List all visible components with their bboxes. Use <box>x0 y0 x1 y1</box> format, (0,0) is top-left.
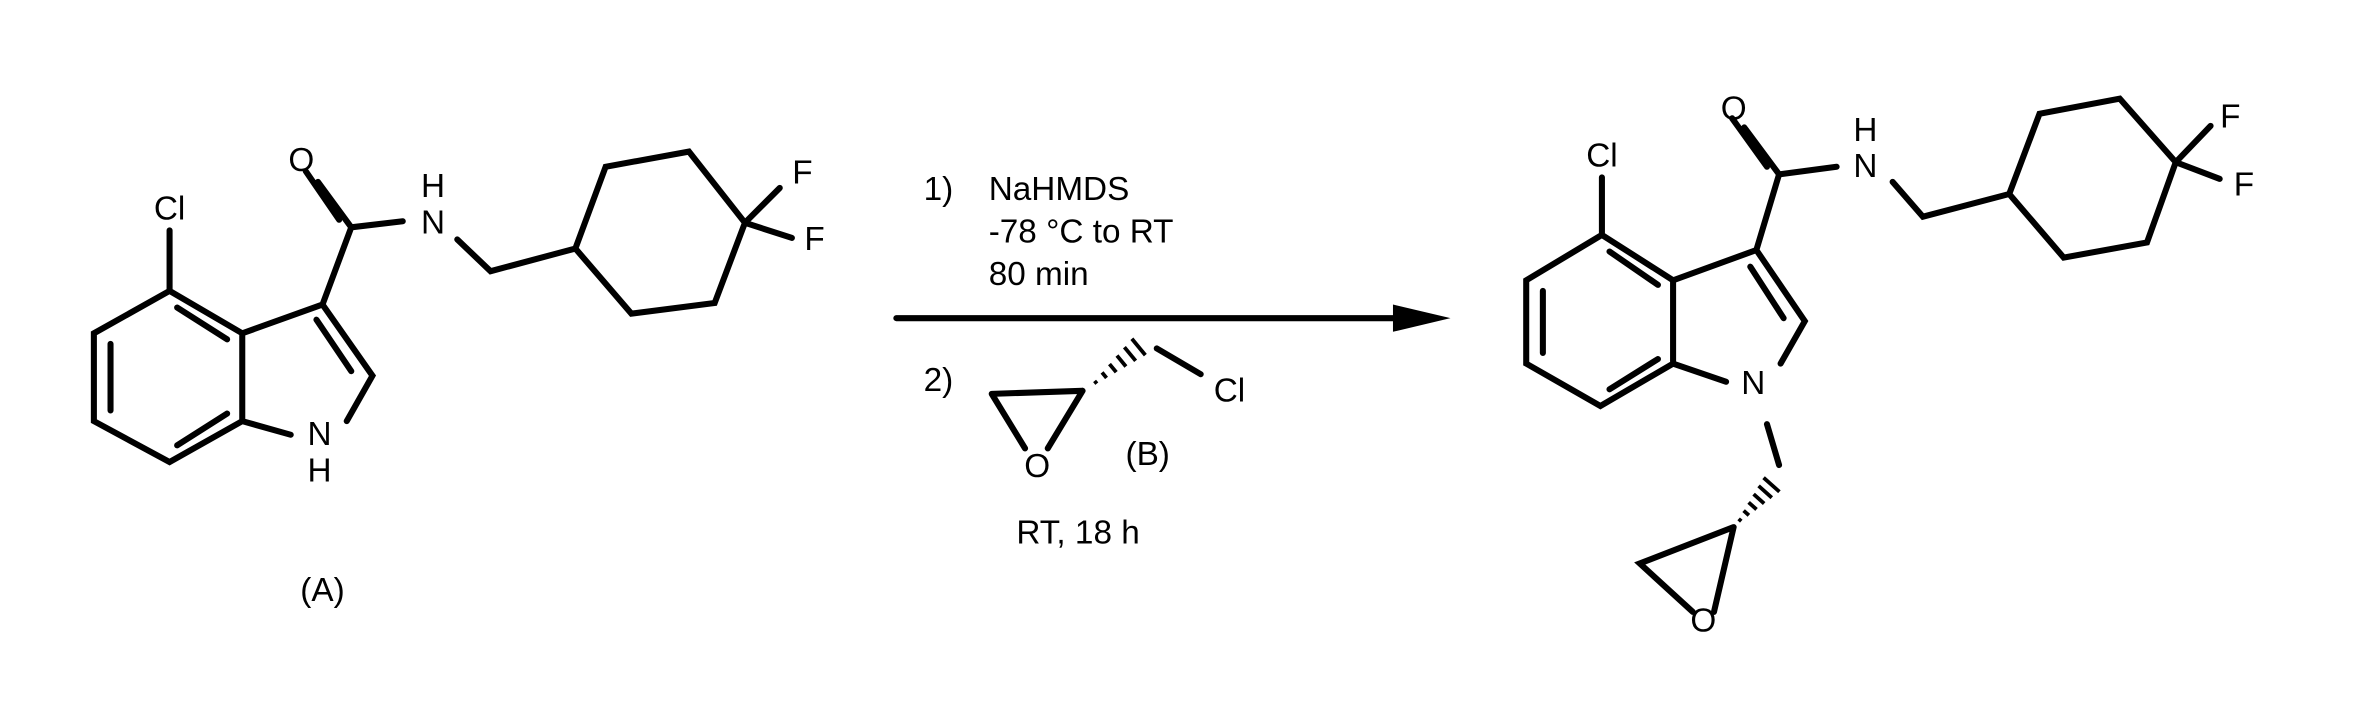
atom-epoxide-o: O <box>1690 602 1716 639</box>
hash-line <box>1122 345 1138 363</box>
compound-label-b: (B) <box>1125 436 1169 473</box>
atom-indole-n: N <box>1741 365 1765 402</box>
hash-line <box>1747 500 1758 511</box>
atom-cl: Cl <box>154 191 185 228</box>
atom-amide-h: H <box>421 168 445 205</box>
atom-amide-h: H <box>1853 112 1877 149</box>
hash-line <box>1762 476 1781 494</box>
hash-line <box>1093 379 1099 385</box>
step1-number: 1) <box>924 171 954 208</box>
reagent-b-bonds <box>988 345 1204 452</box>
atom-cl: Cl <box>1586 138 1617 175</box>
hash-line <box>1130 337 1147 357</box>
hash-line <box>1115 354 1128 368</box>
atom-f2: F <box>2234 166 2254 203</box>
atom-indole-h: H <box>307 453 331 490</box>
step2-conditions: RT, 18 h <box>1016 515 1139 552</box>
atom-f1: F <box>792 154 812 191</box>
compound-label-a: (A) <box>300 572 344 609</box>
step2-number: 2) <box>924 362 954 399</box>
starting-material-a: Cl O N H F F N H (A) <box>90 142 825 609</box>
product-hashed-wedge <box>1737 476 1781 523</box>
reagent-b-atom-o: O <box>1024 448 1050 485</box>
atom-indole-n: N <box>307 416 331 453</box>
reaction-arrow-head <box>1392 304 1451 332</box>
atom-f2: F <box>804 221 824 258</box>
bonds <box>90 148 795 466</box>
atom-o: O <box>288 142 314 179</box>
step1-temperature: -78 °C to RT <box>989 213 1174 250</box>
hash-line <box>1108 362 1118 374</box>
hash-line <box>1742 509 1751 517</box>
hash-line <box>1752 492 1766 505</box>
bonds <box>1523 95 2223 615</box>
atom-f1: F <box>2220 98 2240 135</box>
product: Cl O N H F F N O <box>1523 91 2254 639</box>
reagent-b-atom-cl: Cl <box>1214 372 1245 409</box>
atom-amide-n: N <box>421 204 445 241</box>
step1-time: 80 min <box>989 256 1089 293</box>
atom-o: O <box>1721 91 1747 128</box>
step1-reagent: NaHMDS <box>989 171 1130 208</box>
hash-line <box>1757 484 1774 500</box>
hash-line <box>1737 517 1743 523</box>
atom-amide-n: N <box>1853 148 1877 185</box>
reaction-conditions: 1) NaHMDS -78 °C to RT 80 min 2) O Cl (B… <box>893 171 1451 552</box>
reagent-b-hashed-wedge <box>1093 337 1147 385</box>
hash-line <box>1100 371 1108 380</box>
